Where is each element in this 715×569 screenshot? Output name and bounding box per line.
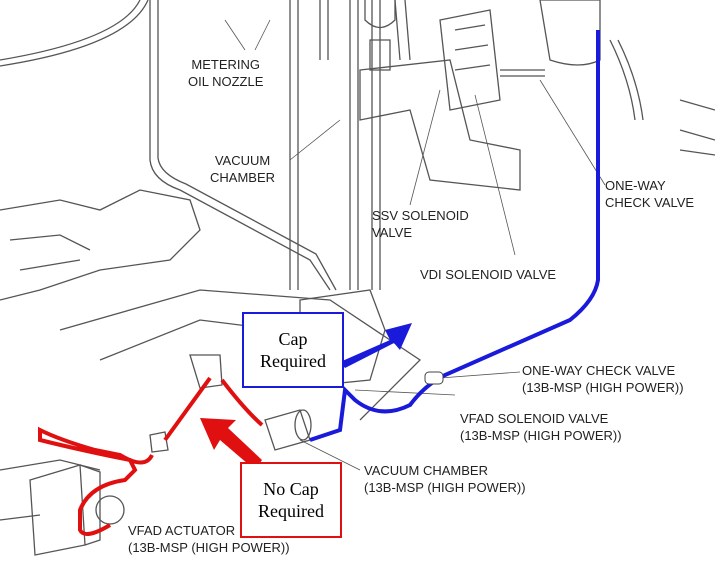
label-vfad-solenoid-valve: VFAD SOLENOID VALVE(13B-MSP (HIGH POWER)… [460, 411, 622, 443]
red-arrow [200, 418, 262, 470]
label-vacuum-chamber-hp: VACUUM CHAMBER(13B-MSP (HIGH POWER)) [364, 463, 526, 495]
label-vfad-actuator: VFAD ACTUATOR(13B-MSP (HIGH POWER)) [128, 523, 290, 555]
blue-vacuum-line [309, 30, 600, 442]
red-actuator-line [38, 376, 264, 536]
label-one-way-check-valve-hp: ONE-WAY CHECK VALVE(13B-MSP (HIGH POWER)… [522, 363, 684, 395]
pipe [0, 0, 141, 61]
blue-arrow [340, 323, 412, 368]
label-vdi-solenoid-valve: VDI SOLENOID VALVE [420, 267, 557, 282]
